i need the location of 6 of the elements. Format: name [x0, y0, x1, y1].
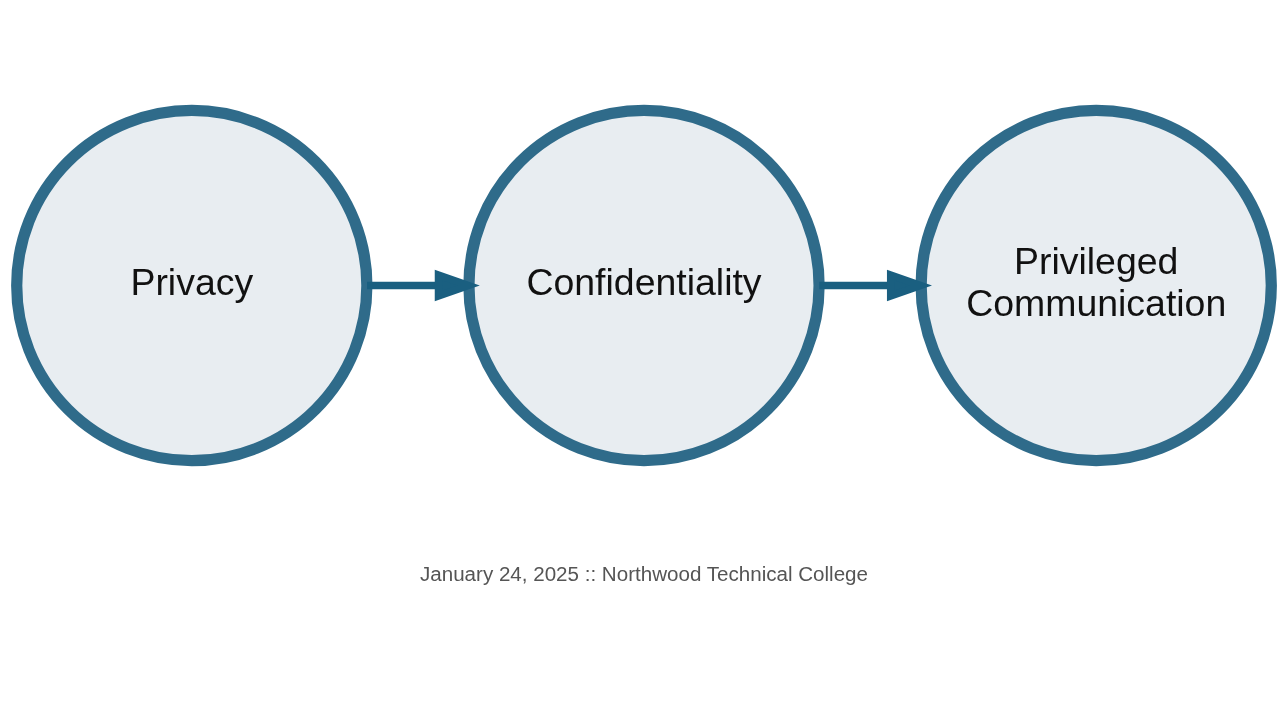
node-circle: Confidentiality [463, 104, 825, 466]
node-circle: Privacy [11, 104, 373, 466]
node-circle: Privileged Communication [915, 104, 1277, 466]
label: January 24, 2025 :: Northwood Technical College [419, 561, 869, 585]
arrow [819, 269, 932, 301]
arrow [367, 269, 480, 301]
